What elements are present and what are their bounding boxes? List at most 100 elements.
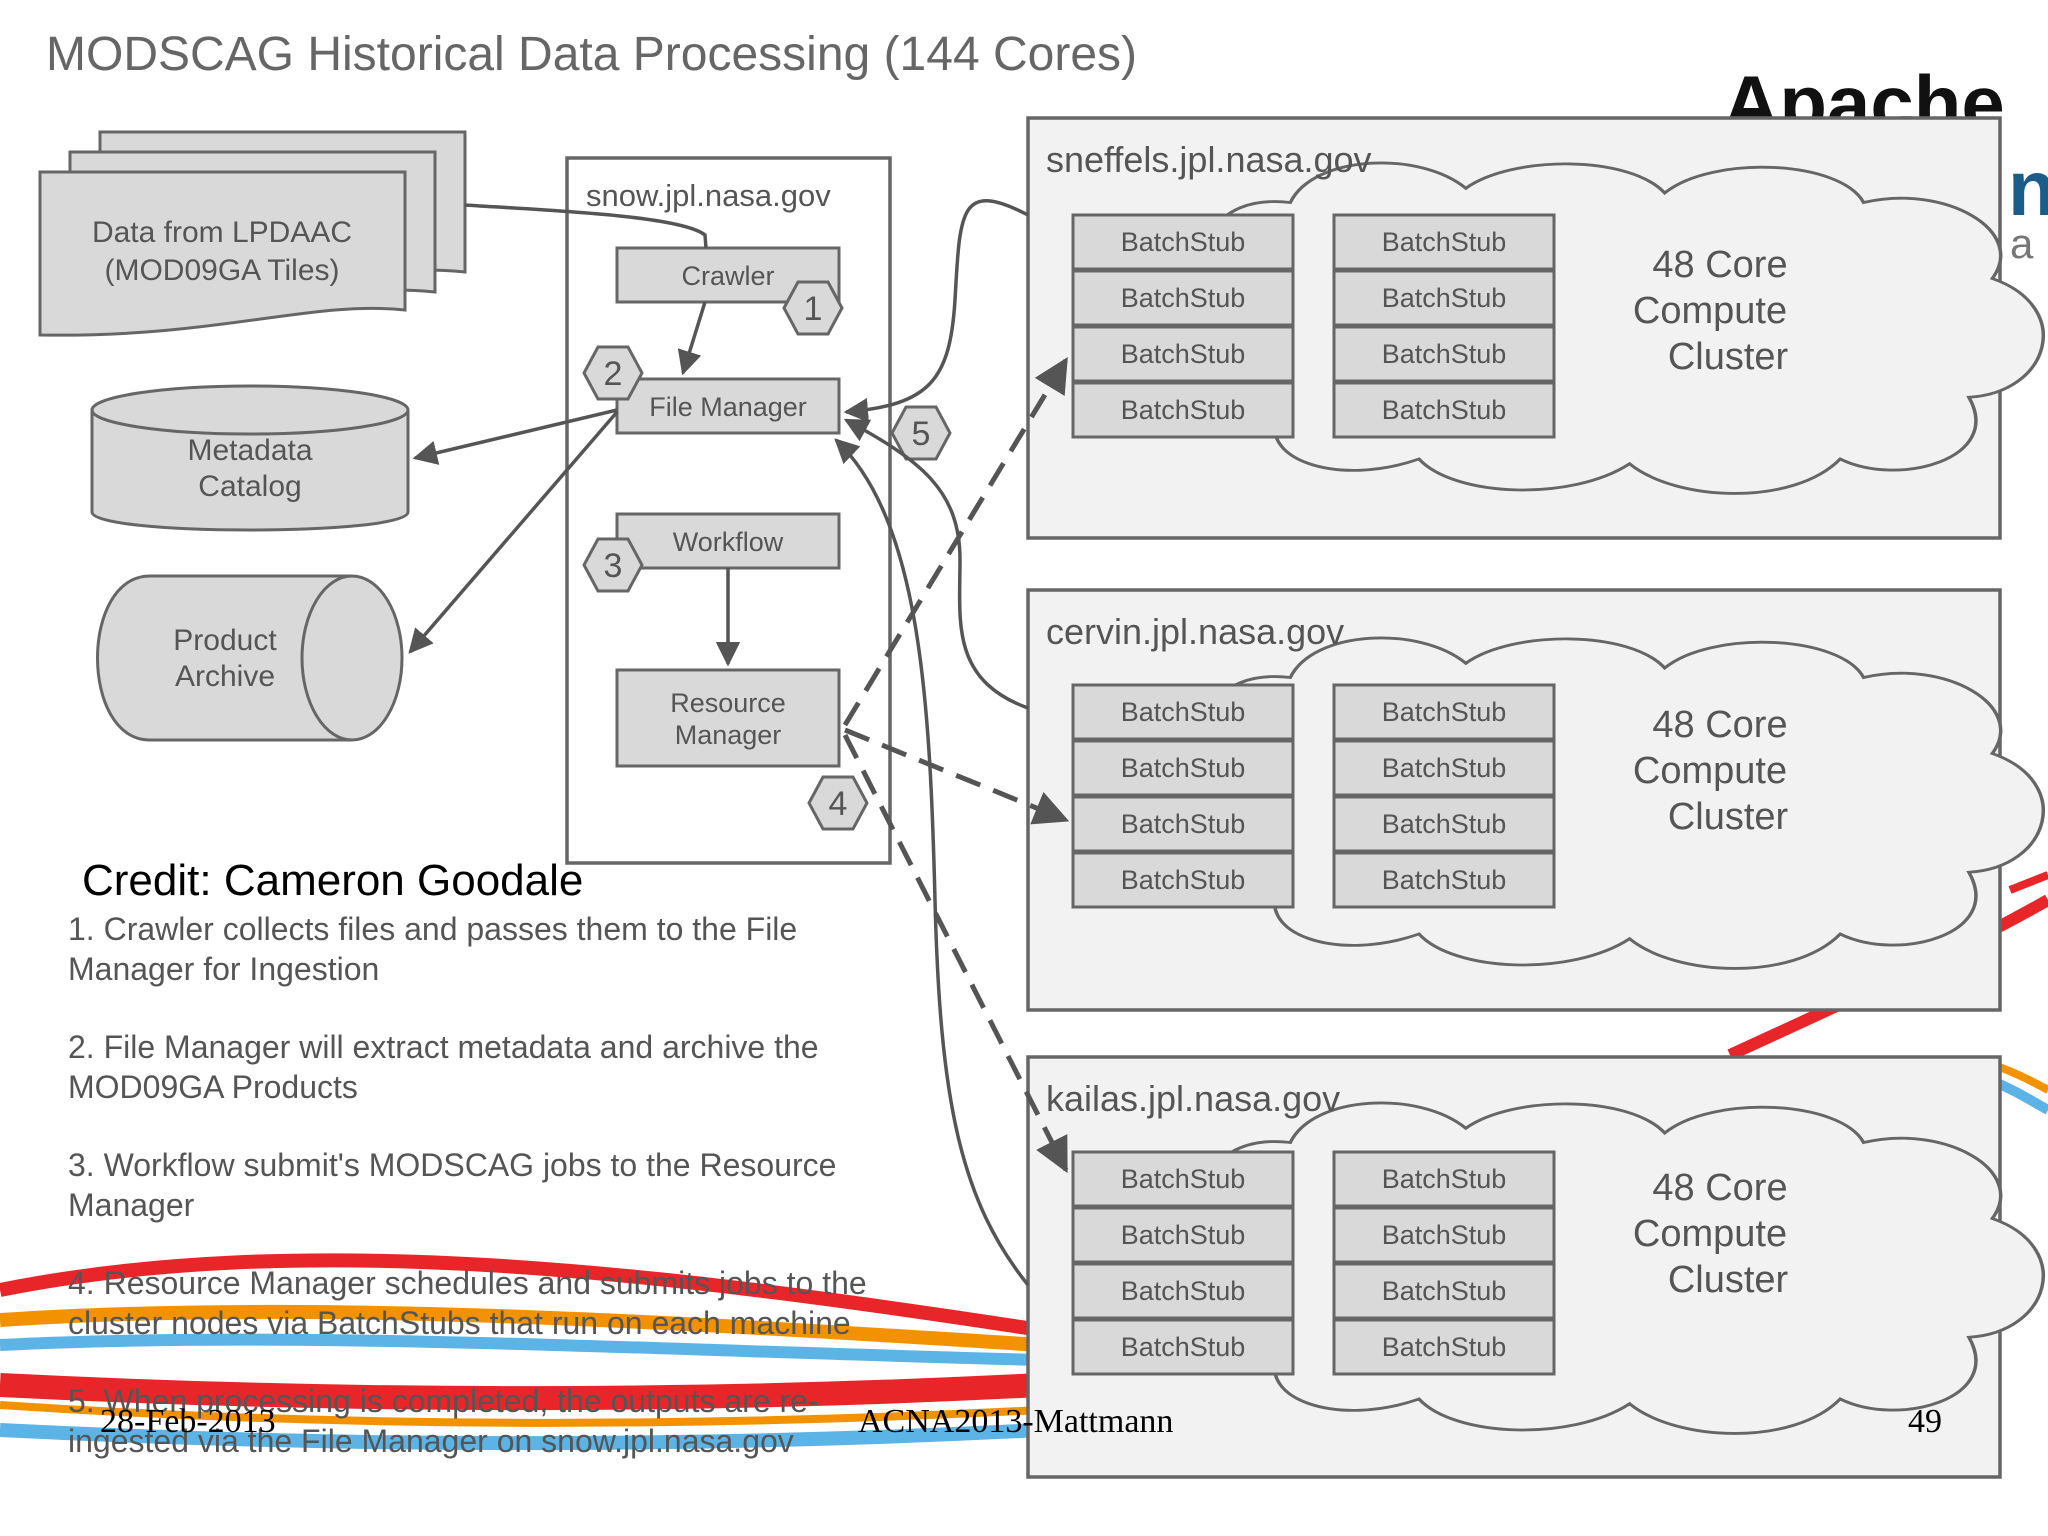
batchstub-label: BatchStub xyxy=(1121,283,1246,313)
page-title: MODSCAG Historical Data Processing (144 … xyxy=(46,28,1137,81)
cluster-kailas: kailas.jpl.nasa.gov 48 Core Compute Clus… xyxy=(1026,1055,2046,1479)
swoosh-decoration xyxy=(0,871,2048,1451)
stub-grid: BatchStubBatchStubBatchStubBatchStubBatc… xyxy=(1071,683,1556,909)
lpdaac-data-source: Data from LPDAAC (MOD09GA Tiles) xyxy=(38,130,467,337)
lpdaac-label: Data from LPDAAC xyxy=(92,216,352,249)
slide-number: 49 xyxy=(1908,1403,1942,1440)
lpdaac-to-crawler-line xyxy=(464,203,708,249)
batchstub-node: BatchStub xyxy=(1071,1262,1295,1320)
batchstub-label: BatchStub xyxy=(1382,753,1507,783)
note-line: 5. When processing is completed, the out… xyxy=(68,1383,819,1419)
batchstub-label: BatchStub xyxy=(1382,1332,1507,1362)
note-line: Manager for Ingestion xyxy=(68,951,379,987)
notes-list: 1. Crawler collects files and passes the… xyxy=(68,911,867,1459)
batchstub-node: BatchStub xyxy=(1332,683,1556,741)
metadata-label: Metadata xyxy=(187,434,312,467)
cluster-label: 48 Core xyxy=(1652,244,1787,286)
crawler-label: Crawler xyxy=(681,261,774,291)
batchstub-node: BatchStub xyxy=(1071,739,1295,797)
resource-manager: Resource Manager xyxy=(615,668,841,768)
note-line: ingested via the File Manager on snow.jp… xyxy=(68,1423,794,1459)
metadata-catalog: Metadata Catalog xyxy=(90,384,410,532)
workflow: Workflow xyxy=(615,512,841,570)
note-line: 4. Resource Manager schedules and submit… xyxy=(68,1265,867,1301)
cluster-host: cervin.jpl.nasa.gov xyxy=(1046,611,1344,652)
batchstub-node: BatchStub xyxy=(1071,1318,1295,1376)
batchstub-label: BatchStub xyxy=(1121,1164,1246,1194)
step-badge-5: 5 xyxy=(890,405,952,461)
batchstub-node: BatchStub xyxy=(1332,1206,1556,1264)
sneffels-return-arrow xyxy=(843,199,1029,423)
batchstub-label: BatchStub xyxy=(1382,1164,1507,1194)
step-badge-1: 1 xyxy=(782,280,844,336)
batchstub-label: BatchStub xyxy=(1382,339,1507,369)
cluster-label: 48 Core xyxy=(1652,1167,1787,1209)
workflow-label: Workflow xyxy=(673,527,784,557)
batchstub-label: BatchStub xyxy=(1121,1276,1246,1306)
file-manager: File Manager xyxy=(615,377,841,435)
batchstub-label: BatchStub xyxy=(1382,1220,1507,1250)
file-manager-to-archive-arrow xyxy=(408,410,619,654)
resource-manager-label: Manager xyxy=(675,720,782,750)
step-badge-2: 2 xyxy=(582,345,644,401)
batchstub-label: BatchStub xyxy=(1382,865,1507,895)
batchstub-node: BatchStub xyxy=(1071,381,1295,439)
svg-text:2: 2 xyxy=(604,355,623,393)
batchstub-label: BatchStub xyxy=(1121,1332,1246,1362)
stub-grid: BatchStubBatchStubBatchStubBatchStubBatc… xyxy=(1071,213,1556,439)
batchstub-node: BatchStub xyxy=(1332,795,1556,853)
note-line: cluster nodes via BatchStubs that run on… xyxy=(68,1305,851,1341)
batchstub-label: BatchStub xyxy=(1121,339,1246,369)
batchstub-node: BatchStub xyxy=(1071,851,1295,909)
batchstub-node: BatchStub xyxy=(1332,1262,1556,1320)
logo-fragment: n xyxy=(2008,144,2048,232)
batchstub-node: BatchStub xyxy=(1071,1206,1295,1264)
cluster-label: 48 Core xyxy=(1652,704,1787,746)
svg-text:5: 5 xyxy=(912,415,931,453)
cluster-sneffels: sneffels.jpl.nasa.gov 48 Core Compute Cl… xyxy=(1026,116,2046,540)
stub-grid: BatchStubBatchStubBatchStubBatchStubBatc… xyxy=(1071,1150,1556,1376)
svg-text:4: 4 xyxy=(829,785,848,823)
cluster-host: sneffels.jpl.nasa.gov xyxy=(1046,139,1372,180)
batchstub-node: BatchStub xyxy=(1332,381,1556,439)
metadata-label: Catalog xyxy=(198,470,301,503)
batchstub-label: BatchStub xyxy=(1382,1276,1507,1306)
batchstub-label: BatchStub xyxy=(1121,865,1246,895)
resource-to-sneffels-dispatch xyxy=(842,357,1069,727)
cluster-label: Cluster xyxy=(1668,336,1789,378)
batchstub-label: BatchStub xyxy=(1121,1220,1246,1250)
lpdaac-label: (MOD09GA Tiles) xyxy=(104,254,339,287)
batchstub-node: BatchStub xyxy=(1071,325,1295,383)
svg-text:3: 3 xyxy=(604,547,623,585)
batchstub-label: BatchStub xyxy=(1121,809,1246,839)
credit-text: Credit: Cameron Goodale xyxy=(82,856,583,905)
logo-fragment: a xyxy=(2010,220,2034,267)
batchstub-label: BatchStub xyxy=(1121,227,1246,257)
batchstub-label: BatchStub xyxy=(1121,697,1246,727)
note-line: Manager xyxy=(68,1187,195,1223)
footer-date: 28-Feb-2013 xyxy=(100,1403,276,1440)
batchstub-node: BatchStub xyxy=(1332,1150,1556,1208)
footer-event: ACNA2013-Mattmann xyxy=(858,1403,1173,1440)
batchstub-node: BatchStub xyxy=(1071,795,1295,853)
batchstub-node: BatchStub xyxy=(1071,213,1295,271)
file-manager-label: File Manager xyxy=(649,392,807,422)
cervin-return-arrow xyxy=(843,418,1029,710)
batchstub-node: BatchStub xyxy=(1332,739,1556,797)
cluster-label: Cluster xyxy=(1668,1259,1789,1301)
connectors xyxy=(408,199,1070,1287)
archive-label: Product xyxy=(173,624,277,657)
note-line: MOD09GA Products xyxy=(68,1069,358,1105)
cluster-cervin: cervin.jpl.nasa.gov 48 Core Compute Clus… xyxy=(1026,588,2046,1012)
resource-to-kailas-dispatch xyxy=(842,733,1069,1174)
batchstub-label: BatchStub xyxy=(1382,283,1507,313)
cluster-label: Cluster xyxy=(1668,796,1789,838)
batchstub-label: BatchStub xyxy=(1382,395,1507,425)
cluster-label: Compute xyxy=(1633,750,1787,792)
cluster-host: kailas.jpl.nasa.gov xyxy=(1046,1078,1340,1119)
note-line: 3. Workflow submit's MODSCAG jobs to the… xyxy=(68,1147,836,1183)
step-badge-4: 4 xyxy=(807,775,869,831)
cluster-label: Compute xyxy=(1633,290,1787,332)
note-line: 2. File Manager will extract metadata an… xyxy=(68,1029,819,1065)
